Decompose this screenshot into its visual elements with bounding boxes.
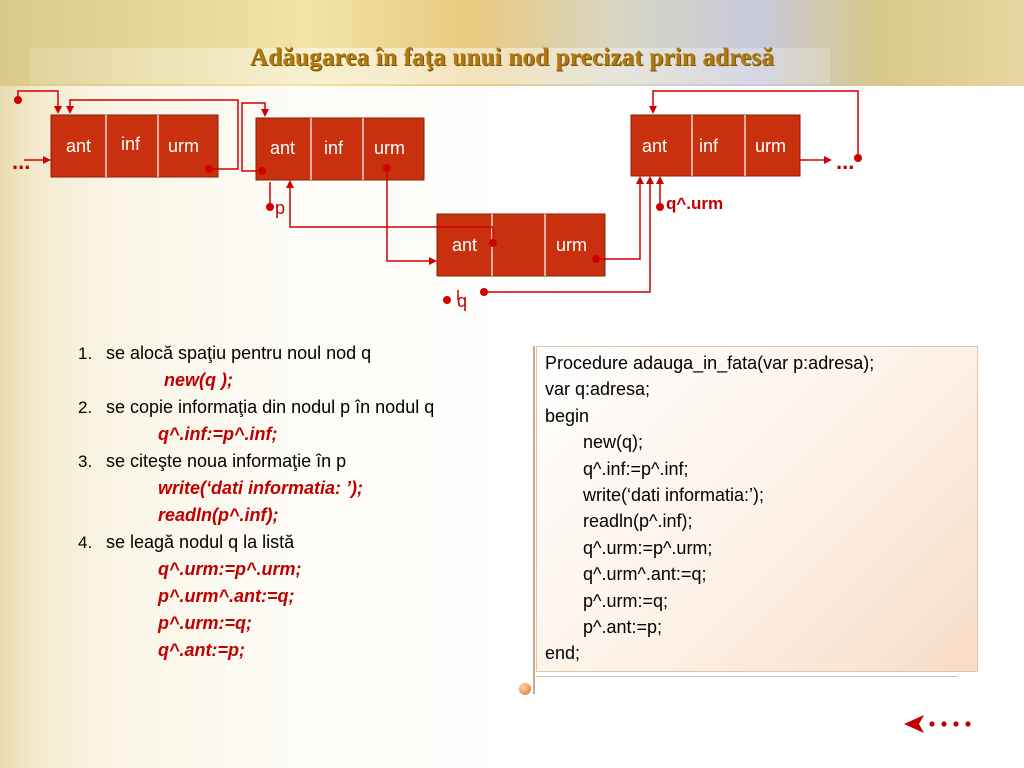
- step-1: 1. se alocă spaţiu pentru noul nod q: [78, 340, 458, 367]
- algorithm-steps: 1. se alocă spaţiu pentru noul nod q new…: [78, 340, 458, 664]
- step-2-text: se copie informaţia din nodul p în nodul…: [106, 397, 435, 417]
- list-node-3: ant inf urm: [630, 114, 801, 177]
- node1-urm-cell: urm: [168, 136, 199, 156]
- pointer-q-label: q: [457, 291, 467, 311]
- header-band: [30, 48, 830, 84]
- code-box-bottom-rule: [536, 676, 958, 677]
- step-3-code-1: write(‘dati informatia: ’);: [158, 478, 364, 498]
- step-3-text: se citeşte noua informaţie în p: [106, 451, 347, 471]
- step-2-number: 2.: [78, 398, 93, 417]
- arrow-left-dots-icon: [904, 715, 971, 733]
- step-3-number: 3.: [78, 452, 93, 471]
- step-1-text: se alocă spaţiu pentru noul nod q: [106, 343, 372, 363]
- node1-ant-cell: ant: [66, 136, 91, 156]
- step-4-code-4: q^.ant:=p;: [158, 640, 246, 660]
- step-4: 4. se leagă nodul q la listă: [78, 529, 458, 556]
- node3-ant-cell: ant: [642, 136, 667, 156]
- step-4-code-3: p^.urm:=q;: [158, 613, 253, 633]
- code-line-10: p^.urm:=q;: [583, 590, 668, 611]
- pointer-dots: [14, 96, 862, 304]
- code-line-11: p^.ant:=p;: [583, 617, 663, 638]
- code-line-9: q^.urm^.ant:=q;: [583, 564, 707, 585]
- node3-urm-cell: urm: [755, 136, 786, 156]
- code-line-12: end;: [545, 643, 581, 664]
- step-3: 3. se citeşte noua informaţie în p: [78, 448, 458, 475]
- linked-list-diagram: ant inf urm ant inf urm ant inf urm ant …: [12, 90, 862, 311]
- pointer-qurm-label: q^.urm: [666, 194, 723, 213]
- code-line-6: write(‘dati informatia:’);: [583, 485, 765, 506]
- node3-inf-cell: inf: [699, 136, 719, 156]
- list-node-1: ant inf urm: [50, 114, 219, 178]
- code-line-8: q^.urm:=p^.urm;: [583, 537, 713, 558]
- step-3-code-2: readln(p^.inf);: [158, 505, 279, 525]
- left-ellipsis: ...: [12, 149, 30, 174]
- new-node-ant-cell: ant: [452, 235, 477, 255]
- code-line-2: var q:adresa;: [545, 379, 651, 400]
- decorative-left-strip: [0, 86, 52, 768]
- node2-urm-cell: urm: [374, 138, 405, 158]
- step-4-number: 4.: [78, 533, 93, 552]
- step-4-code-1: q^.urm:=p^.urm;: [158, 559, 302, 579]
- step-4-code-2: p^.urm^.ant:=q;: [158, 586, 295, 606]
- node2-inf-cell: inf: [324, 138, 344, 158]
- step-4-text: se leagă nodul q la listă: [106, 532, 295, 552]
- right-ellipsis: ...: [836, 149, 854, 174]
- new-node-urm-cell: urm: [556, 235, 587, 255]
- step-2: 2. se copie informaţia din nodul p în no…: [78, 394, 458, 421]
- step-1-code-1: new(q );: [164, 370, 233, 390]
- list-node-2: ant inf urm: [255, 117, 425, 181]
- pointer-p-label: p: [275, 198, 285, 218]
- node1-inf-cell: inf: [121, 134, 141, 154]
- code-line-3: begin: [545, 405, 590, 426]
- procedure-code-box: Procedure adauga_in_fata(var p:adresa); …: [536, 346, 978, 672]
- back-navigation-button[interactable]: [902, 712, 976, 736]
- step-2-code-1: q^.inf:=p^.inf;: [158, 424, 278, 444]
- code-line-4: new(q);: [583, 432, 644, 453]
- slide-title: Adăugarea în faţa unui nod precizat prin…: [249, 44, 775, 71]
- code-line-1: Procedure adauga_in_fata(var p:adresa);: [545, 353, 875, 373]
- link-arrows: [17, 90, 859, 300]
- header-banner: [0, 0, 1024, 86]
- code-line-7: readln(p^.inf);: [583, 511, 693, 532]
- new-node-q: ant urm: [436, 213, 606, 277]
- orange-bullet-icon: [519, 683, 531, 695]
- code-line-5: q^.inf:=p^.inf;: [583, 458, 689, 479]
- code-box-left-rule: [533, 346, 535, 694]
- step-1-number: 1.: [78, 344, 93, 363]
- node2-ant-cell: ant: [270, 138, 295, 158]
